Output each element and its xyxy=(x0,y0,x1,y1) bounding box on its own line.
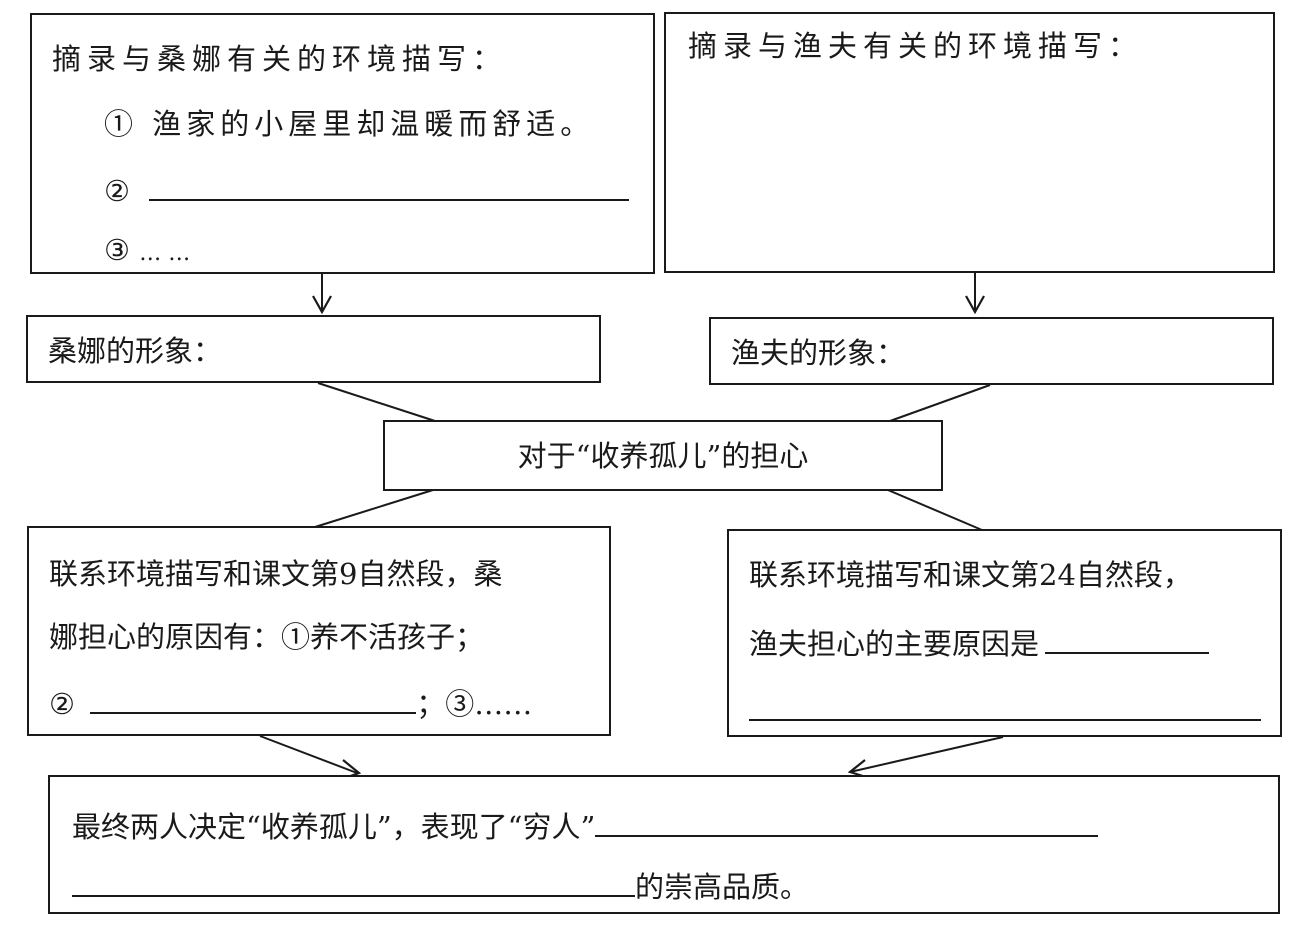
arrowhead-down-right xyxy=(965,295,985,315)
sangna-reason-line-3: ② ；③…… xyxy=(49,686,532,719)
conclusion-line-2: 的崇高品质。 xyxy=(72,869,809,902)
item-marker: ② xyxy=(49,687,75,722)
fisherman-environment-title: 摘录与渔夫有关的环境描写： xyxy=(688,29,1144,63)
connector-fisherman-image-to-center xyxy=(889,384,991,422)
fisherman-environment-box: 摘录与渔夫有关的环境描写： xyxy=(664,12,1275,273)
sangna-image-label: 桑娜的形象： xyxy=(48,334,223,368)
fisherman-image-label: 渔夫的形象： xyxy=(731,336,906,370)
fisherman-environment-answer-area[interactable] xyxy=(676,84,1263,261)
line-text: 最终两人决定“收养孤儿”，表现了“穷人” xyxy=(72,810,596,845)
conclusion-line-1: 最终两人决定“收养孤儿”，表现了“穷人” xyxy=(72,809,1099,845)
arrowhead-down-left xyxy=(312,295,332,315)
separator: ； xyxy=(416,687,446,722)
fisherman-reason-line-2: 渔夫担心的主要原因是 xyxy=(749,626,1210,662)
item-marker: ① xyxy=(104,107,139,141)
sangna-environment-box: 摘录与桑娜有关的环境描写： ① 渔家的小屋里却温暖而舒适。 ② ③ … … xyxy=(30,13,655,274)
fisherman-reason-line-1: 联系环境描写和课文第24自然段， xyxy=(749,558,1192,592)
connector-center-to-fisherman-reason xyxy=(887,489,983,531)
fisherman-reason-box: 联系环境描写和课文第24自然段， 渔夫担心的主要原因是 xyxy=(727,529,1282,737)
sangna-environment-title: 摘录与桑娜有关的环境描写： xyxy=(52,42,508,76)
line-text: 渔夫担心的主要原因是 xyxy=(749,627,1040,662)
line-tail: 的崇高品质。 xyxy=(635,870,810,905)
answer-blank[interactable] xyxy=(149,173,630,202)
conclusion-box: 最终两人决定“收养孤儿”，表现了“穷人” 的崇高品质。 xyxy=(48,775,1280,914)
connector-sangna-image-to-center xyxy=(317,382,436,422)
center-worry-box: 对于“收养孤儿”的担心 xyxy=(383,420,943,491)
fisherman-image-box: 渔夫的形象： xyxy=(709,317,1274,385)
sangna-reason-box: 联系环境描写和课文第9自然段，桑 娜担心的原因有：①养不活孩子； ② ；③…… xyxy=(27,526,611,736)
answer-blank-2[interactable] xyxy=(749,691,1261,721)
center-worry-label: 对于“收养孤儿”的担心 xyxy=(517,439,809,473)
sangna-environment-item-2: ② xyxy=(104,173,630,209)
sangna-environment-item-3: ③ … … xyxy=(104,236,190,265)
answer-blank[interactable] xyxy=(595,809,1099,838)
answer-blank[interactable] xyxy=(1045,626,1210,655)
sangna-environment-item-1: ① 渔家的小屋里却温暖而舒适。 xyxy=(104,110,594,139)
arrow-fisherman-reason-to-conclusion xyxy=(849,736,1004,773)
answer-blank[interactable] xyxy=(72,869,635,898)
connector-center-to-sangna-reason xyxy=(314,489,434,528)
item-tail: ③…… xyxy=(445,687,533,722)
item-marker: ③ xyxy=(104,233,130,267)
item-text: … … xyxy=(139,241,191,266)
sangna-reason-line-1: 联系环境描写和课文第9自然段，桑 xyxy=(49,557,503,591)
arrow-sangna-reason-to-conclusion xyxy=(259,735,358,774)
answer-blank[interactable] xyxy=(90,686,417,715)
item-marker: ② xyxy=(104,174,130,209)
sangna-image-box: 桑娜的形象： xyxy=(26,315,601,383)
sangna-reason-line-2: 娜担心的原因有：①养不活孩子； xyxy=(49,620,485,654)
item-text: 渔家的小屋里却温暖而舒适。 xyxy=(152,107,595,141)
